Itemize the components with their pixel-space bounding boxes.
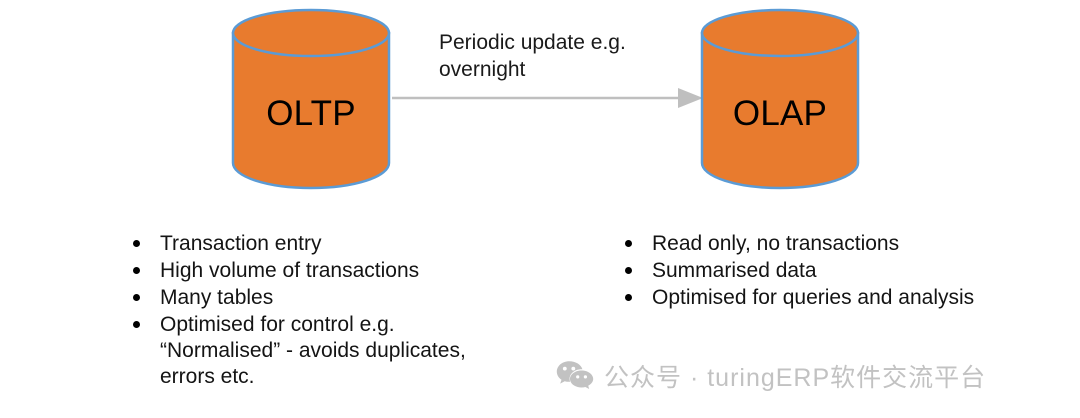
wechat-icon [556,360,594,392]
list-item: High volume of transactions [130,258,490,284]
list-item-text: Summarised data [652,259,817,282]
oltp-feature-list: Transaction entry High volume of transac… [130,231,490,391]
node-oltp-label: OLTP [266,94,356,133]
list-item: Many tables [130,285,490,311]
bullet-dot-icon [133,321,140,328]
arrow-periodic-update-icon [392,88,703,108]
bullet-dot-icon [625,240,632,247]
cylinder-shape-icon [231,8,391,190]
olap-feature-list: Read only, no transactions Summarised da… [622,231,982,312]
bullet-dot-icon [625,294,632,301]
bullet-dot-icon [133,267,140,274]
bullet-dot-icon [625,267,632,274]
arrow-label-periodic-update: Periodic update e.g. overnight [439,31,626,81]
node-oltp-cylinder: OLTP [231,8,391,190]
list-item-text: Optimised for control e.g. “Normalised” … [160,313,466,388]
list-item-text: Transaction entry [160,232,322,255]
list-item: Transaction entry [130,231,490,257]
list-item: Optimised for control e.g. “Normalised” … [130,312,490,390]
list-item-text: Read only, no transactions [652,232,900,255]
cylinder-shape-icon [700,8,860,190]
watermark-text: 公众号 · turingERP软件交流平台 [604,364,987,392]
node-olap-cylinder: OLAP [700,8,860,190]
bullet-dot-icon [133,294,140,301]
list-item: Summarised data [622,258,982,284]
list-item: Read only, no transactions [622,231,982,257]
watermark: 公众号 · turingERP软件交流平台 [556,356,986,396]
list-item-text: Many tables [160,286,274,309]
list-item: Optimised for queries and analysis [622,285,982,311]
node-olap-label: OLAP [732,94,828,133]
bullet-dot-icon [133,240,140,247]
list-item-text: High volume of transactions [160,259,420,282]
list-item-text: Optimised for queries and analysis [652,286,975,309]
